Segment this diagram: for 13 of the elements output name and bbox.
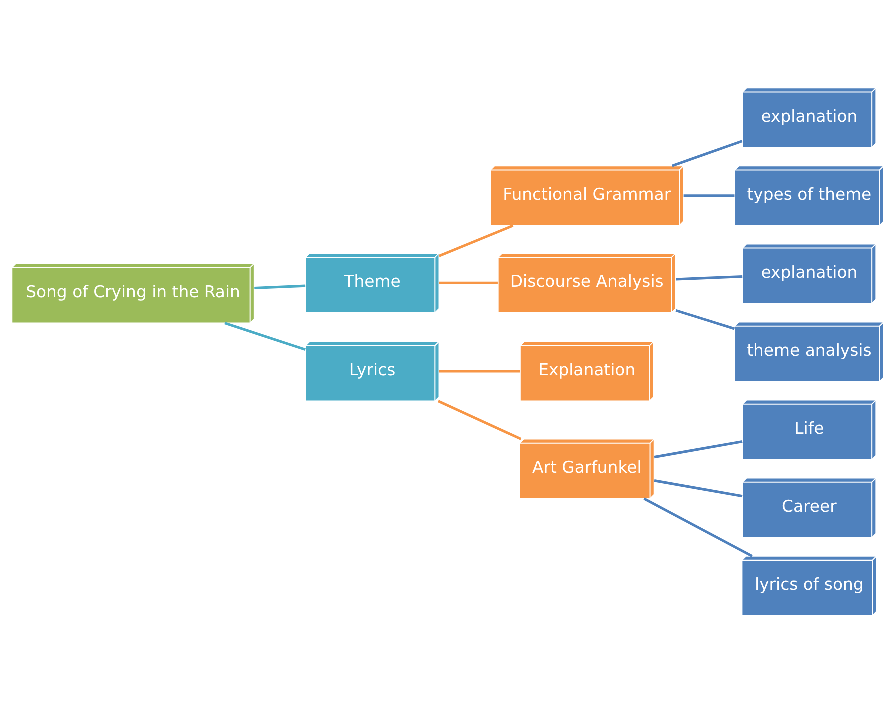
connector <box>684 194 735 197</box>
connector <box>654 440 743 458</box>
connector <box>654 479 743 498</box>
connector <box>672 140 743 167</box>
connector <box>439 281 498 284</box>
connector <box>224 322 306 351</box>
connector <box>438 400 522 440</box>
connector <box>254 284 306 290</box>
connector <box>644 497 753 557</box>
connector <box>439 370 520 372</box>
connector <box>438 224 514 257</box>
connector <box>676 274 743 280</box>
connector <box>676 308 736 330</box>
